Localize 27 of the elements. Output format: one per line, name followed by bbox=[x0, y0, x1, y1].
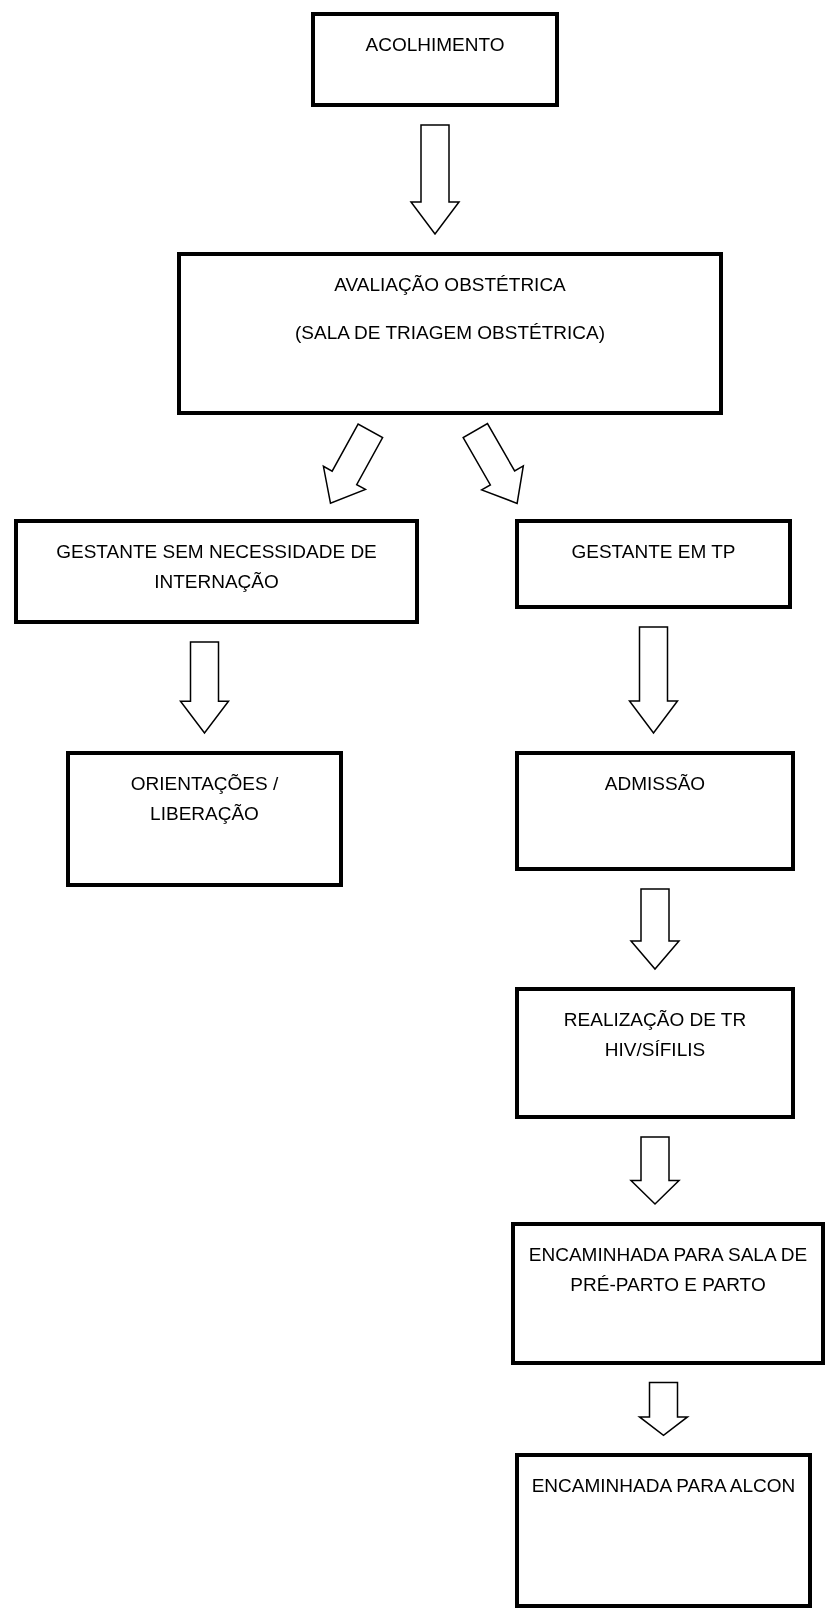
box-label: ENCAMINHADA PARA ALCON bbox=[530, 1474, 797, 1498]
process-box bbox=[515, 519, 792, 609]
block-arrow bbox=[637, 1381, 690, 1437]
box-label: REALIZAÇÃO DE TR HIV/SÍFILIS bbox=[562, 1008, 748, 1063]
block-arrow bbox=[462, 422, 525, 505]
block-arrow bbox=[629, 1136, 681, 1206]
block-arrow bbox=[179, 641, 230, 735]
box-label: ENCAMINHADA PARA SALA DE PRÉ-PARTO E PARTO bbox=[527, 1243, 809, 1298]
box-label: GESTANTE EM TP bbox=[570, 540, 737, 564]
process-box bbox=[511, 1222, 825, 1365]
process-box bbox=[515, 751, 795, 871]
box-label: ORIENTAÇÕES / LIBERAÇÃO bbox=[129, 772, 280, 827]
block-arrow bbox=[322, 423, 384, 505]
block-arrow bbox=[409, 124, 461, 236]
box-label: AVALIAÇÃO OBSTÉTRICA bbox=[333, 273, 567, 297]
process-box bbox=[515, 1453, 812, 1608]
process-box bbox=[14, 519, 419, 624]
process-box bbox=[515, 987, 795, 1119]
process-box bbox=[177, 252, 723, 415]
box-label: (SALA DE TRIAGEM OBSTÉTRICA) bbox=[293, 321, 606, 346]
block-arrow bbox=[629, 888, 681, 971]
box-label: ADMISSÃO bbox=[603, 772, 707, 796]
box-label: GESTANTE SEM NECESSIDADE DE INTERNAÇÃO bbox=[55, 540, 378, 595]
process-box bbox=[66, 751, 343, 887]
box-label: ACOLHIMENTO bbox=[364, 33, 506, 57]
block-arrow bbox=[628, 626, 679, 735]
process-box bbox=[311, 12, 559, 107]
